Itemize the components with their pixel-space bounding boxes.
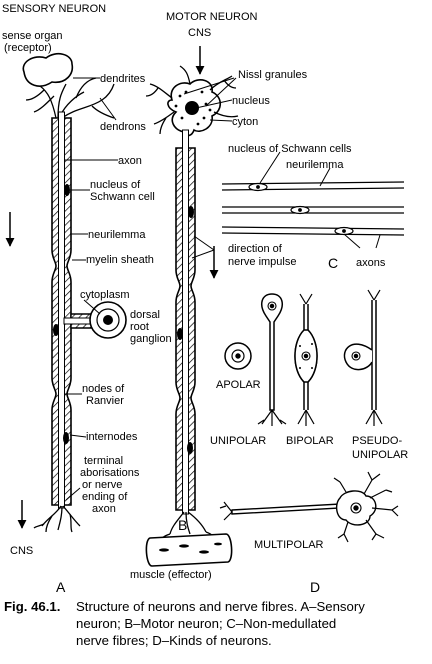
label-ending-of: ending of	[82, 491, 128, 503]
pseudounipolar-neuron	[343, 289, 383, 426]
label-ranvier: Ranvier	[86, 395, 124, 407]
label-cns-top: CNS	[188, 27, 211, 39]
motor-axon	[182, 129, 189, 515]
label-dendrons: dendrons	[100, 121, 146, 133]
label-cns-bottom: CNS	[10, 545, 33, 557]
label-multipolar: MULTIPOLAR	[254, 539, 324, 551]
kinds-of-neurons	[219, 289, 399, 543]
label-axon: axon	[118, 155, 142, 167]
sensory-axon	[58, 111, 65, 509]
label-unipolar: UNIPOLAR	[210, 435, 266, 447]
label-dendrites: dendrites	[100, 73, 146, 85]
sensory-terminal-aborisations	[33, 505, 81, 533]
label-dorsal: dorsal	[130, 309, 160, 321]
sensory-leader-lines	[64, 77, 118, 501]
label-ganglion: ganglion	[130, 333, 172, 345]
muscle-effector	[145, 533, 233, 567]
motor-neuron-figure	[145, 46, 239, 567]
label-nucleus-of: nucleus of	[90, 179, 141, 191]
label-c: C	[328, 255, 338, 271]
label-nodes-of: nodes of	[82, 383, 125, 395]
label-bipolar: BIPOLAR	[286, 435, 334, 447]
caption-line-1: Structure of neurons and nerve fibres. A…	[76, 599, 365, 614]
label-or-nerve: or nerve	[82, 479, 122, 491]
sensory-neuron-figure	[5, 52, 127, 533]
label-motor-neuron: MOTOR NEURON	[166, 11, 258, 23]
label-b: B	[178, 517, 187, 533]
apolar-neuron	[224, 342, 252, 370]
caption-line-2: neuron; B–Motor neuron; C–Non-medullated	[76, 616, 337, 631]
label-direction-of: direction of	[228, 243, 283, 255]
label-myelin-sheath: myelin sheath	[86, 254, 154, 266]
label-sense-organ: sense organ	[2, 30, 63, 42]
schwann-nucleus	[187, 442, 193, 454]
label-root: root	[130, 321, 149, 333]
ganglion-nucleus	[103, 315, 113, 325]
motor-leader-lines	[183, 77, 237, 259]
label-terminal: terminal	[84, 455, 123, 467]
label-axon-terminal: axon	[92, 503, 116, 515]
label-axons: axons	[356, 257, 386, 269]
sense-organ-receptor	[22, 52, 74, 87]
bipolar-neuron	[294, 293, 318, 426]
schwann-nucleus	[53, 324, 59, 336]
label-pseudo: PSEUDO-	[352, 435, 402, 447]
label-neurilemma: neurilemma	[88, 229, 146, 241]
label-muscle-effector: muscle (effector)	[130, 569, 212, 581]
label-nerve-impulse: nerve impulse	[228, 256, 296, 268]
motor-nucleus	[185, 101, 199, 115]
schwann-nucleus	[64, 184, 70, 196]
figure-caption: Fig. 46.1. Structure of neurons and nerve…	[4, 598, 428, 649]
label-aborisations: aborisations	[80, 467, 140, 479]
label-apolar: APOLAR	[216, 379, 261, 391]
label-neurilemma-c: neurilemma	[286, 159, 344, 171]
multipolar-neuron	[219, 471, 399, 543]
label-nissl-granules: Nissl granules	[238, 69, 308, 81]
label-schwann-cell: Schwann cell	[90, 191, 155, 203]
label-nucleus: nucleus	[232, 95, 270, 107]
label-nucleus-of-schwann-cells: nucleus of Schwann cells	[228, 143, 352, 155]
label-pseudo-unipolar: UNIPOLAR	[352, 449, 408, 461]
caption-line-3: nerve fibres; D–Kinds of neurons.	[76, 633, 272, 648]
label-cytoplasm: cytoplasm	[80, 289, 130, 301]
figure-number: Fig. 46.1.	[4, 599, 61, 614]
label-a: A	[56, 579, 66, 595]
schwann-nucleus	[177, 328, 183, 340]
label-sensory-neuron: SENSORY NEURON	[2, 3, 106, 15]
label-receptor: (receptor)	[4, 42, 52, 54]
muscle-nuclei	[159, 542, 222, 554]
label-internodes: internodes	[86, 431, 138, 443]
label-d: D	[310, 579, 320, 595]
diagram-labels: SENSORY NEURON sense organ (receptor) MO…	[2, 3, 408, 595]
schwann-nucleus	[63, 432, 69, 444]
schwann-nucleus	[188, 206, 194, 218]
unipolar-neuron	[257, 293, 287, 426]
non-medullated-fibres	[209, 151, 405, 279]
label-cyton: cyton	[232, 116, 258, 128]
